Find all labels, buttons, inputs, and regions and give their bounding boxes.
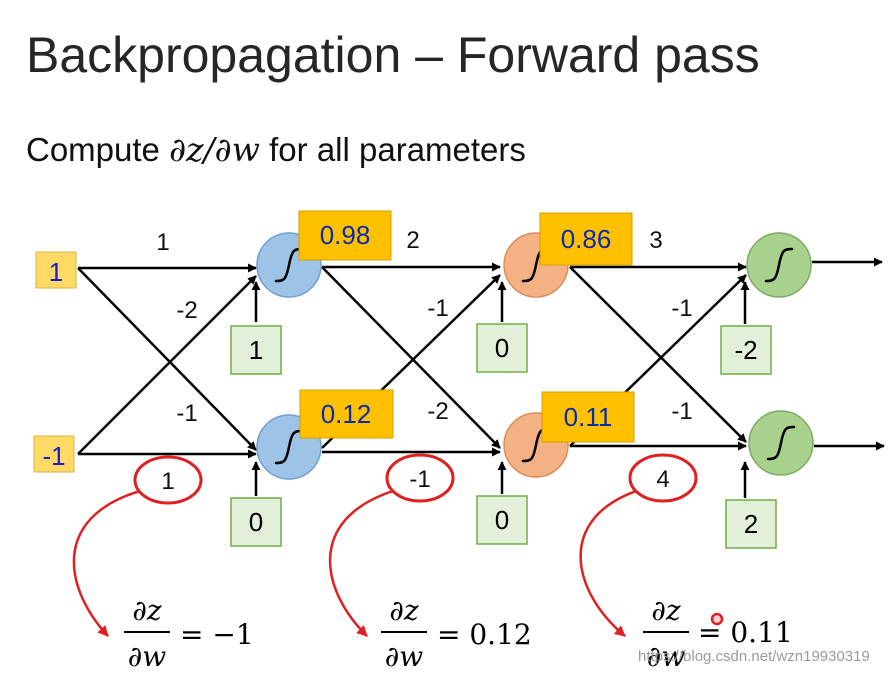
weight-3-1: 3 bbox=[649, 227, 662, 254]
layer3-connections bbox=[569, 257, 885, 498]
sigmoid-icon bbox=[764, 247, 794, 283]
bias-box-1-1 bbox=[230, 325, 282, 375]
bias-box-1-2 bbox=[230, 497, 282, 547]
highlighted-weights: 1 -1 4 bbox=[72, 453, 724, 637]
deriv-2-denominator: ∂w bbox=[385, 640, 423, 673]
input-box-2 bbox=[33, 435, 75, 473]
bias-value-3-2: 2 bbox=[744, 509, 758, 539]
deriv-1-value: = −1 bbox=[180, 618, 254, 651]
pointer-dot bbox=[710, 612, 724, 626]
edge-n3-n6 bbox=[569, 266, 747, 443]
bias-value-1-1: 1 bbox=[249, 335, 263, 365]
deriv-3-numerator: ∂z bbox=[651, 594, 680, 627]
activation-value-1-2: 0.12 bbox=[321, 399, 372, 429]
layer1-connections bbox=[77, 263, 261, 496]
weight-2-1: 2 bbox=[406, 227, 419, 254]
slide-subtitle: Compute ∂z/∂w for all parameters bbox=[26, 130, 526, 169]
activation-value-2-1: 0.86 bbox=[561, 224, 612, 254]
deriv-3-value: = 0.11 bbox=[698, 616, 793, 649]
inputs: 1 -1 bbox=[33, 251, 77, 473]
deriv-2-value: = 0.12 bbox=[437, 618, 532, 651]
bias-box-3-2 bbox=[725, 499, 777, 549]
highlight-arrow-1 bbox=[72, 489, 141, 637]
weight-3-3: -1 bbox=[671, 398, 692, 425]
bias-box-2-1 bbox=[476, 323, 528, 373]
deriv-1-numerator: ∂z bbox=[132, 594, 161, 627]
input-value-1: 1 bbox=[49, 257, 63, 287]
deriv-1-denominator: ∂w bbox=[128, 640, 166, 673]
weight-1-1: 1 bbox=[156, 229, 169, 256]
subtitle-math: ∂z/∂w bbox=[169, 130, 260, 169]
weight-1-3: -1 bbox=[176, 400, 197, 427]
bias-box-2-2 bbox=[476, 495, 528, 545]
weight-3-2: -1 bbox=[671, 295, 692, 322]
activation-value-2-2: 0.11 bbox=[564, 402, 613, 432]
highlight-weight-3: 4 bbox=[656, 466, 669, 493]
slide-title: Backpropagation – Forward pass bbox=[26, 27, 760, 83]
deriv-3-denominator: ∂w bbox=[647, 640, 685, 673]
activation-outputs: 0.98 0.12 0.86 0.11 bbox=[298, 210, 635, 443]
input-box-1 bbox=[35, 251, 77, 289]
edge-x2-n1 bbox=[77, 275, 257, 455]
weight-2-2: -1 bbox=[427, 295, 448, 322]
highlight-circle-1 bbox=[133, 455, 203, 505]
bias-value-2-1: 0 bbox=[495, 333, 509, 363]
activation-value-1-1: 0.98 bbox=[320, 220, 371, 250]
bias-value-1-2: 0 bbox=[249, 507, 263, 537]
highlight-weight-2: -1 bbox=[409, 466, 430, 493]
subtitle-prefix: Compute bbox=[26, 131, 170, 168]
bias-value-3-1: -2 bbox=[734, 335, 757, 365]
layer2-connections bbox=[321, 262, 507, 494]
derivative-equations: ∂z ∂w = −1 ∂z ∂w = 0.12 ∂z ∂w = 0.11 bbox=[124, 594, 793, 673]
biases: 1 0 0 0 -2 2 bbox=[230, 323, 777, 549]
sigmoid-icon bbox=[274, 429, 304, 465]
edge-x1-n2 bbox=[77, 267, 257, 451]
input-value-2: -1 bbox=[42, 441, 65, 471]
highlight-arrow-3 bbox=[579, 489, 637, 637]
highlight-weight-1: 1 bbox=[161, 468, 174, 495]
sigmoid-icon bbox=[766, 425, 796, 461]
deriv-2-numerator: ∂z bbox=[389, 594, 418, 627]
activation-box-2-2 bbox=[541, 391, 635, 443]
highlight-arrow-2 bbox=[328, 489, 394, 637]
activation-box-1-1 bbox=[298, 210, 392, 261]
activation-box-1-2 bbox=[299, 389, 394, 439]
watermark: https://blog.csdn.net/wzn19930319 bbox=[638, 648, 870, 665]
weight-1-2: -2 bbox=[176, 297, 197, 324]
sigmoid-icon bbox=[274, 247, 304, 283]
bias-box-3-1 bbox=[720, 325, 772, 375]
weight-2-3: -2 bbox=[427, 398, 448, 425]
activation-box-2-1 bbox=[539, 212, 633, 266]
edge-n1-n4 bbox=[321, 266, 501, 449]
highlight-circle-3 bbox=[628, 453, 698, 503]
bias-value-2-2: 0 bbox=[495, 505, 509, 535]
highlight-circle-2 bbox=[385, 453, 455, 503]
subtitle-suffix: for all parameters bbox=[259, 131, 526, 168]
weight-labels: 1 -2 -1 2 -1 -2 3 -1 -1 bbox=[156, 227, 692, 427]
